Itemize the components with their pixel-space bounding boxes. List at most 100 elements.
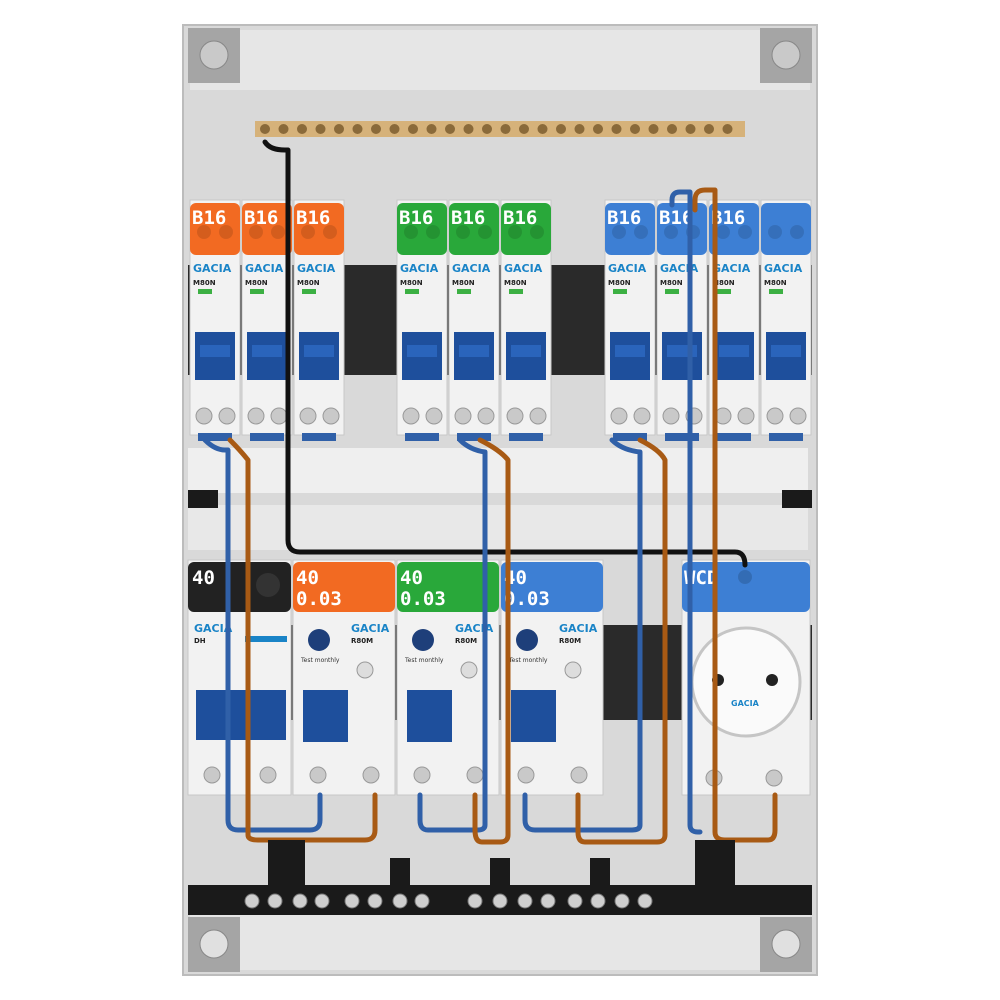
neutral-wire-2 (417, 437, 488, 833)
phase-wire-3 (575, 437, 668, 845)
terminal-screw-icon (425, 407, 443, 425)
cap-screw-icon (323, 225, 337, 239)
model-label: R80M (455, 637, 477, 645)
test-dial-icon (356, 661, 374, 679)
brand-label: GACIA (608, 262, 647, 275)
busbar-screw (445, 124, 455, 134)
terminal-screw-icon (789, 407, 807, 425)
cap-screw-icon (508, 225, 522, 239)
busbar-screw (593, 124, 603, 134)
bottom-terminal-rail (188, 840, 812, 915)
busbar-screw (611, 124, 622, 134)
status-indicator (302, 289, 316, 294)
toggle-grip (719, 345, 749, 357)
terminal-screw-icon (270, 407, 288, 425)
rail-screw-icon (590, 893, 606, 909)
busbar-screw (371, 124, 381, 134)
brand-label: GACIA (400, 262, 439, 275)
busbar-screw (315, 124, 326, 134)
cap-screw-icon (256, 573, 280, 597)
top-breaker-row: B16GACIAM80NB16GACIAM80NB16GACIAM80NB16G… (189, 199, 812, 441)
test-dial-icon (460, 661, 478, 679)
terminal-screw-icon (737, 407, 755, 425)
breaker-rating-label: B16 (244, 207, 278, 229)
brand-label: GACIA (193, 262, 232, 275)
toggle-grip (459, 345, 489, 357)
cap-screw-icon (249, 225, 263, 239)
busbar-screw (667, 124, 677, 134)
busbar-screw (482, 124, 492, 134)
cap-screw-icon (478, 225, 492, 239)
corner-mounts (188, 28, 812, 972)
cap-screw-icon (768, 225, 782, 239)
terminal-screw-icon (454, 407, 472, 425)
rail-screw-icon (244, 893, 260, 909)
cap-screw-icon (456, 225, 470, 239)
test-label: Test monthly (508, 657, 548, 664)
busbar-screw (426, 124, 437, 134)
brand-label: GACIA (351, 622, 390, 635)
terminal-screw-icon (299, 407, 317, 425)
terminal-screw-icon (633, 407, 651, 425)
enclosure-top-band (190, 30, 810, 90)
brand-label: GACIA (660, 262, 699, 275)
model-label: M80N (608, 279, 631, 287)
breaker-rating-label: B16 (503, 207, 537, 229)
terminal-screw-icon (662, 407, 680, 425)
terminal-screw-icon (247, 407, 265, 425)
rcd-sensitivity-label: 0.03 (296, 588, 342, 610)
breaker-rating-label: B16 (399, 207, 433, 229)
terminal-screw-icon (766, 407, 784, 425)
rail-screw-icon (414, 893, 430, 909)
busbar-screw (648, 124, 659, 134)
rail-screw-icon (492, 893, 508, 909)
rail-screw-icon (614, 893, 630, 909)
model-label: DH (194, 637, 206, 645)
brand-label: GACIA (452, 262, 491, 275)
rail-screw-icon (292, 893, 308, 909)
toggle-grip (511, 345, 541, 357)
breaker-cap (657, 203, 707, 255)
rcd-rating-label: 40 (400, 567, 423, 589)
rcd-cap (397, 562, 499, 612)
breaker-rating-label: B16 (711, 207, 745, 229)
brand-label: GACIA (297, 262, 336, 275)
terminal-clip (198, 433, 232, 441)
phase-wire-1 (227, 437, 378, 843)
terminal-screw-icon (309, 766, 327, 784)
busbar-screw (556, 124, 566, 134)
terminal-clip (665, 433, 699, 441)
model-label: R80M (351, 637, 373, 645)
model-label: M80N (660, 279, 683, 287)
rail-screw-icon (367, 893, 383, 909)
brand-label: GACIA (712, 262, 751, 275)
terminal-screw-icon (529, 407, 547, 425)
terminal-screw-icon (195, 407, 213, 425)
model-label: M80N (245, 279, 268, 287)
terminal-screw-icon (506, 407, 524, 425)
toggle-lever (303, 690, 348, 742)
toggle-grip (252, 345, 282, 357)
earth-wire (262, 139, 748, 568)
terminal-screw-icon (362, 766, 380, 784)
rail-screw-icon (517, 893, 533, 909)
terminal-screw-icon (570, 766, 588, 784)
enclosure-bottom-band (190, 915, 810, 970)
rail-screw-icon (637, 893, 653, 909)
socket-brand-label: GACIA (731, 699, 760, 708)
terminal-screw-icon (477, 407, 495, 425)
busbar-screw (408, 124, 418, 134)
wiring (202, 139, 778, 845)
terminal-screw-icon (203, 766, 221, 784)
rcd-sensitivity-label: 0.03 (504, 588, 550, 610)
cap-screw-icon (716, 225, 730, 239)
